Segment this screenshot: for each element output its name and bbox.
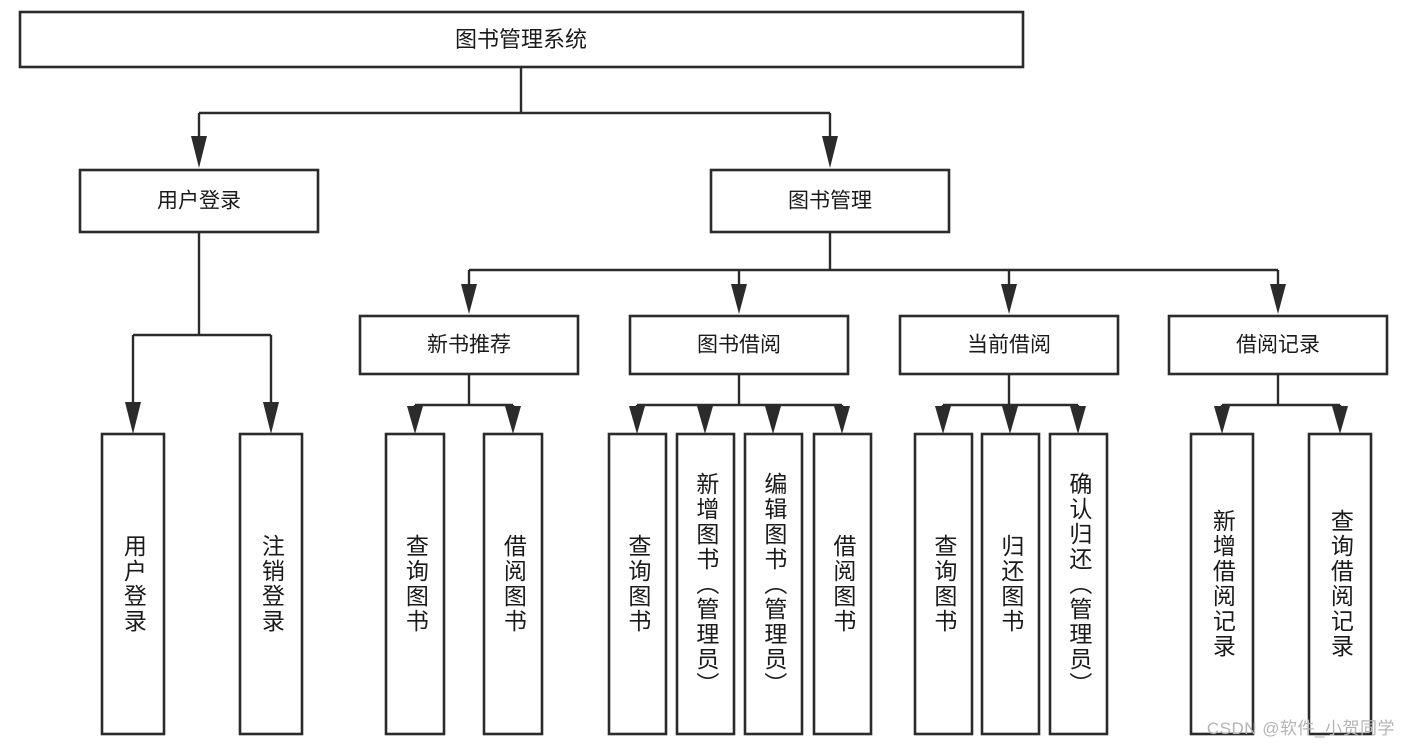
leaf-bb-1-rect[interactable] (607, 432, 668, 736)
leaf-user-login-1-rect[interactable] (100, 432, 166, 736)
arrow-leaf-user-login-2 (263, 402, 279, 434)
arrow-to-book-borrow (731, 284, 747, 314)
arrow-leaf-bb-4 (834, 406, 850, 434)
leaf-user-login-2-rect[interactable] (238, 432, 304, 736)
leaf-nbr-2-rect[interactable] (482, 432, 544, 736)
node-root-rect (18, 10, 1025, 69)
arrow-leaf-br-2 (1332, 406, 1348, 434)
leaf-cb-1-rect[interactable] (913, 432, 974, 736)
node-root[interactable]: 图书管理系统 (18, 10, 1025, 69)
arrow-leaf-br-1 (1214, 406, 1230, 434)
node-book-borrow-label: 图书借阅 (697, 334, 781, 357)
leaf-cb-3-rect[interactable] (1048, 432, 1109, 736)
arrow-leaf-nbr-1 (407, 406, 423, 434)
arrow-to-borrow-record (1270, 284, 1286, 314)
arrow-leaf-cb-3 (1070, 406, 1086, 434)
leaf-bb-2-rect[interactable] (675, 432, 736, 736)
node-new-book-recommend[interactable]: 新书推荐 (358, 314, 580, 376)
node-user-login[interactable]: 用户登录 (78, 168, 320, 234)
node-book-manage[interactable]: 图书管理 (709, 168, 951, 234)
arrow-to-user-login (191, 136, 207, 168)
leaf-cb-2-rect[interactable] (980, 432, 1041, 736)
arrow-to-book-manage (822, 136, 838, 168)
arrow-leaf-bb-1 (629, 406, 645, 434)
leaf-nbr-1-rect[interactable] (384, 432, 446, 736)
node-current-borrow-rect (898, 314, 1120, 376)
node-book-manage-label: 图书管理 (788, 190, 872, 213)
leaf-br-2-rect[interactable] (1307, 432, 1373, 736)
arrow-leaf-nbr-2 (505, 406, 521, 434)
node-root-label: 图书管理系统 (455, 27, 587, 52)
arrow-leaf-cb-1 (935, 406, 951, 434)
arrow-leaf-bb-2 (697, 406, 713, 434)
node-book-manage-rect (709, 168, 951, 234)
node-current-borrow-label: 当前借阅 (967, 334, 1051, 357)
node-new-book-recommend-label: 新书推荐 (427, 334, 511, 357)
csdn-watermark: CSDN @软件_小贺同学 (1206, 719, 1395, 738)
node-user-login-label: 用户登录 (157, 190, 241, 213)
arrow-leaf-user-login-1 (125, 402, 141, 434)
node-borrow-record-rect (1167, 314, 1389, 376)
leaf-br-1-rect[interactable] (1189, 432, 1255, 736)
leaf-bb-4-rect[interactable] (812, 432, 873, 736)
arrow-leaf-cb-2 (1002, 406, 1018, 434)
node-new-book-recommend-rect (358, 314, 580, 376)
node-borrow-record[interactable]: 借阅记录 (1167, 314, 1389, 376)
arrow-to-new-book-recommend (461, 284, 477, 314)
node-current-borrow[interactable]: 当前借阅 (898, 314, 1120, 376)
node-book-borrow[interactable]: 图书借阅 (628, 314, 850, 376)
arrow-to-current-borrow (1001, 284, 1017, 314)
node-book-borrow-rect (628, 314, 850, 376)
leaf-bb-3-rect[interactable] (743, 432, 804, 736)
node-borrow-record-label: 借阅记录 (1236, 334, 1320, 357)
arrow-leaf-bb-3 (765, 406, 781, 434)
